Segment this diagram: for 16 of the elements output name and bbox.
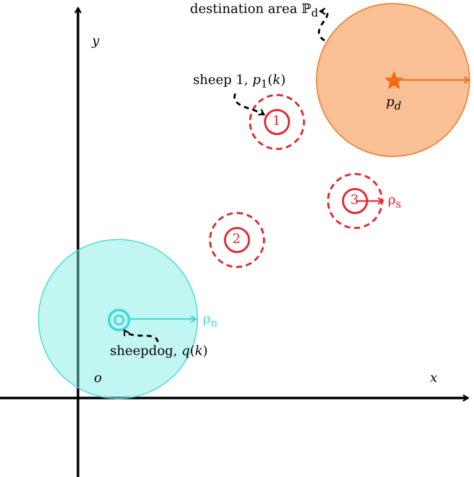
- axis-label: y: [92, 34, 100, 49]
- annotation-text: destination area ℙ$_{d}$: [190, 2, 318, 21]
- leader-line: [318, 8, 328, 42]
- axis-label: p$_{d}$: [386, 95, 402, 114]
- sheep-marker: 2: [224, 226, 250, 252]
- sheep-marker: 1: [264, 108, 290, 134]
- axis-label: o: [94, 371, 102, 386]
- sheep-safety-ring: [327, 173, 383, 229]
- sheep-safety-ring: [249, 94, 305, 150]
- axis-label: x: [430, 371, 438, 386]
- radius-label: ρ$_{s}$: [388, 193, 402, 212]
- sheep-safety-ring: [209, 212, 265, 268]
- radius-label: ρ$_{n}$: [203, 312, 218, 331]
- leader-line: [124, 330, 159, 342]
- annotation-text: sheepdog, q(k): [110, 344, 208, 359]
- annotation-text: sheep 1, p$_{1}$(k): [193, 73, 286, 92]
